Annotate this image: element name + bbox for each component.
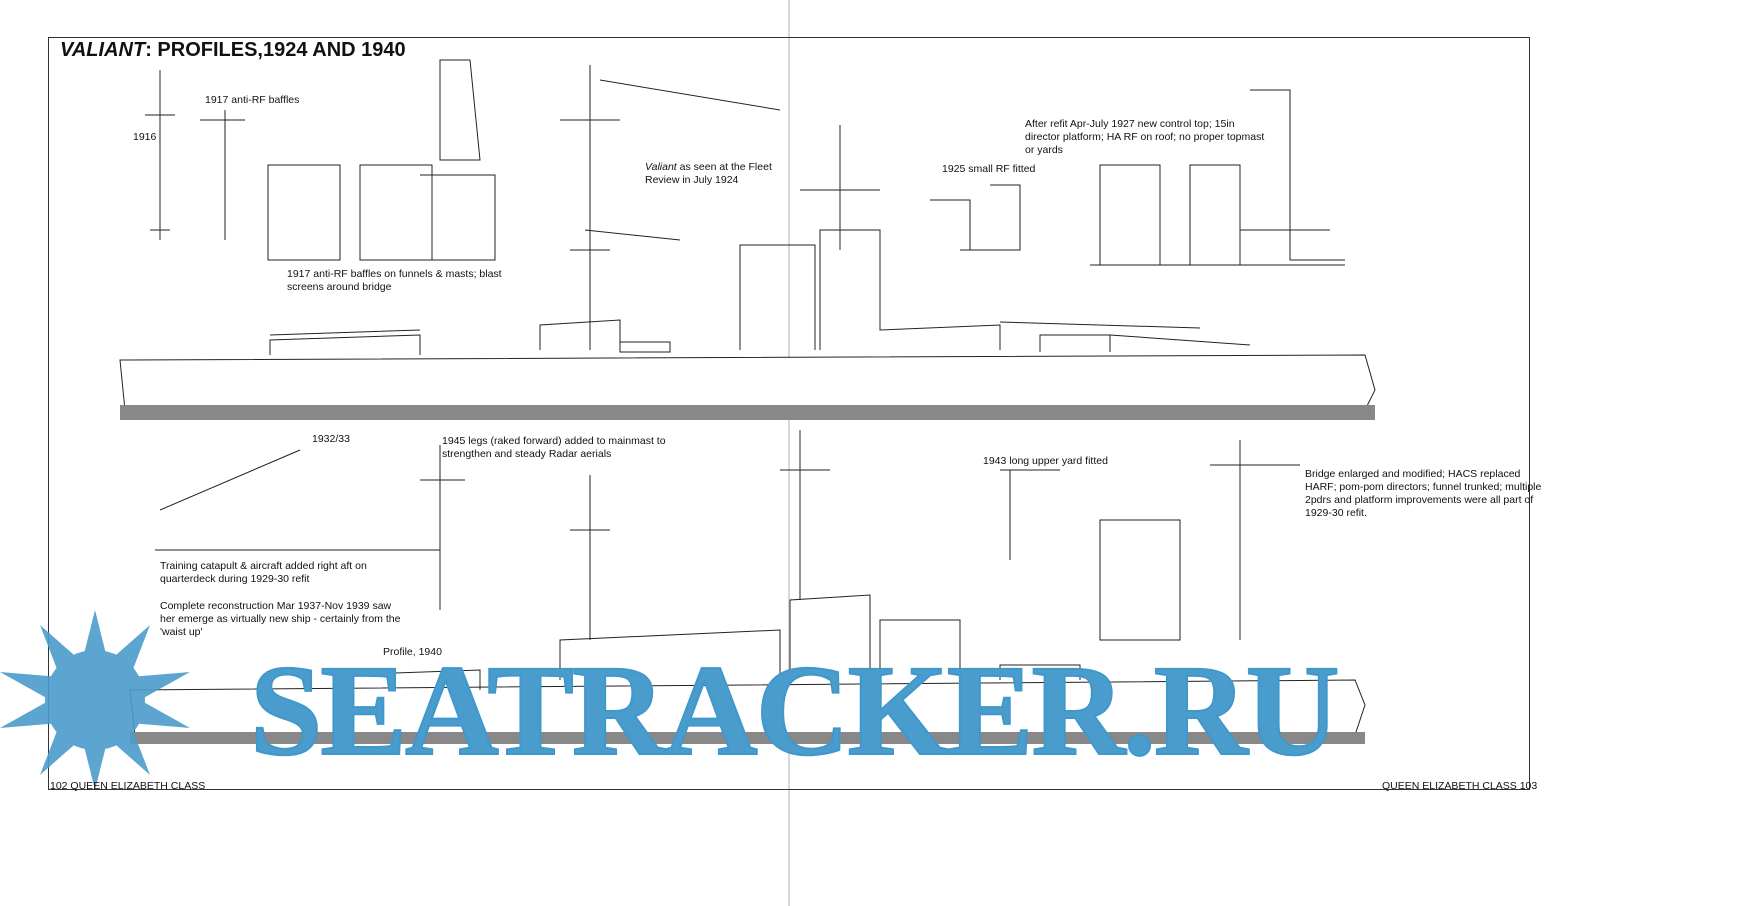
page-title: VALIANT: PROFILES,1924 AND 1940 — [60, 39, 406, 62]
drawing-frame — [48, 37, 1530, 790]
footer-right-page: QUEEN ELIZABETH CLASS 103 — [1382, 780, 1538, 792]
caption-baffles-1917: 1917 anti-RF baffles — [205, 94, 300, 106]
caption-fleet-review-ship: Valiant — [645, 161, 677, 173]
ship-profile-1924 — [119, 65, 1376, 420]
caption-baffles-funnels: 1917 anti-RF baffles on funnels & masts;… — [287, 268, 502, 293]
detail-sketches-1916-1927 — [145, 59, 1345, 266]
caption-mast-1916: 1916 — [133, 131, 157, 143]
caption-refit-1927: After refit Apr-July 1927 new control to… — [1025, 118, 1265, 156]
page-fold — [788, 0, 790, 906]
caption-fleet-review-text: as seen at the Fleet Review in July 1924 — [645, 161, 772, 186]
watermark-label: SEATRACKER.RU — [249, 639, 1341, 783]
caption-catapult-1932: 1932/33 — [312, 433, 350, 445]
ship-profile-1940 — [129, 430, 1366, 744]
footer-left-page: 102 QUEEN ELIZABETH CLASS — [50, 780, 206, 792]
caption-fleet-review: Valiant as seen at the Fleet Review in J… — [645, 161, 772, 187]
caption-training-catapult: Training catapult & aircraft added right… — [160, 560, 367, 585]
caption-yard-1943: 1943 long upper yard fitted — [983, 455, 1108, 467]
caption-legs-1945: 1945 legs (raked forward) added to mainm… — [442, 435, 666, 460]
caption-small-rf-1925: 1925 small RF fitted — [942, 163, 1036, 175]
caption-profile-1940: Profile, 1940 — [383, 646, 442, 658]
title-ship-name: VALIANT — [60, 39, 146, 61]
watermark-sunburst-icon — [0, 610, 190, 790]
watermark-text: SEATRACKER.RU — [249, 645, 1341, 777]
title-text: : PROFILES,1924 AND 1940 — [145, 39, 406, 61]
caption-bridge-refit: Bridge enlarged and modified; HACS repla… — [1305, 468, 1542, 519]
caption-reconstruction: Complete reconstruction Mar 1937-Nov 193… — [160, 600, 401, 638]
